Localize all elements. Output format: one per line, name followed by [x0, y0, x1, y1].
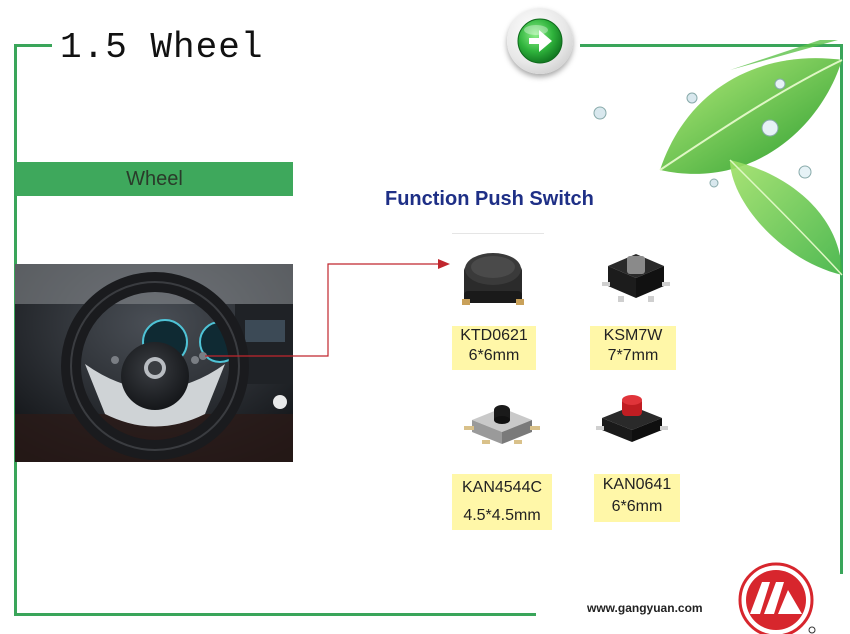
ksm7w-switch-image	[602, 254, 670, 302]
part-size: 7*7mm	[607, 347, 659, 364]
ktd0621-switch-image	[462, 253, 524, 305]
frame-bottom	[14, 613, 536, 616]
part-label-ksm7w: KSM7W 7*7mm	[590, 326, 676, 370]
part-model: KSM7W	[603, 327, 663, 344]
company-logo-icon	[738, 562, 816, 634]
frame-top-left	[14, 44, 52, 47]
next-slide-button[interactable]	[507, 8, 573, 74]
part-size: 6*6mm	[468, 347, 520, 364]
kan0641-switch-image	[596, 395, 668, 442]
section-tab-wheel: Wheel	[16, 162, 293, 196]
frame-top-right	[580, 44, 842, 47]
part-label-kan0641: KAN0641 6*6mm	[594, 474, 680, 522]
part-model: KTD0621	[460, 327, 528, 344]
green-leaves-decoration	[593, 40, 843, 276]
frame-right	[840, 44, 843, 574]
page-title: 1.5 Wheel	[60, 27, 264, 68]
part-model: KAN0641	[602, 476, 672, 493]
part-model: KAN4544C	[461, 479, 543, 496]
part-size: 4.5*4.5mm	[463, 507, 541, 524]
green-right-arrow-icon	[517, 18, 563, 64]
content-heading: Function Push Switch	[385, 188, 594, 210]
kan4544c-switch-image	[464, 405, 540, 444]
part-size: 6*6mm	[611, 498, 663, 515]
heading-divider	[452, 233, 544, 234]
part-label-ktd0621: KTD0621 6*6mm	[452, 326, 536, 370]
footer-website-link[interactable]: www.gangyuan.com	[587, 601, 703, 615]
part-label-kan4544c: KAN4544C 4.5*4.5mm	[452, 474, 552, 530]
steering-wheel-photo	[15, 264, 293, 462]
